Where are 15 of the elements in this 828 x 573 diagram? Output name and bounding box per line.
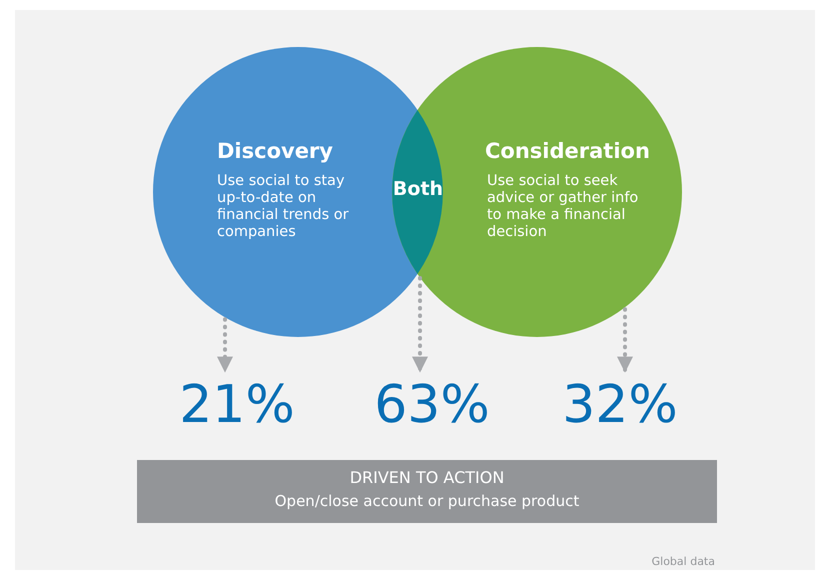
- circle-heading: Discovery: [217, 139, 334, 164]
- banner-heading: DRIVEN TO ACTION: [348, 469, 506, 488]
- dotted-arrow: [217, 317, 233, 373]
- overlap-label: Both: [392, 178, 444, 200]
- circle-description: Use social to stay up-to-date on financial trends or companies: [217, 173, 350, 242]
- percentage-value: 63%: [373, 375, 491, 436]
- percentage-value: 32%: [561, 375, 679, 436]
- dotted-arrow: [412, 276, 428, 373]
- dotted-arrow: [617, 307, 633, 373]
- circle-heading: Consideration: [485, 139, 651, 164]
- percentage-value: 21%: [178, 375, 296, 436]
- banner-subtext: Open/close account or purchase product: [274, 493, 580, 511]
- source-note: Global data: [652, 555, 715, 568]
- action-banner: [137, 460, 717, 523]
- circle-description: Use social to seek advice or gather info to make a financial decision: [487, 173, 640, 242]
